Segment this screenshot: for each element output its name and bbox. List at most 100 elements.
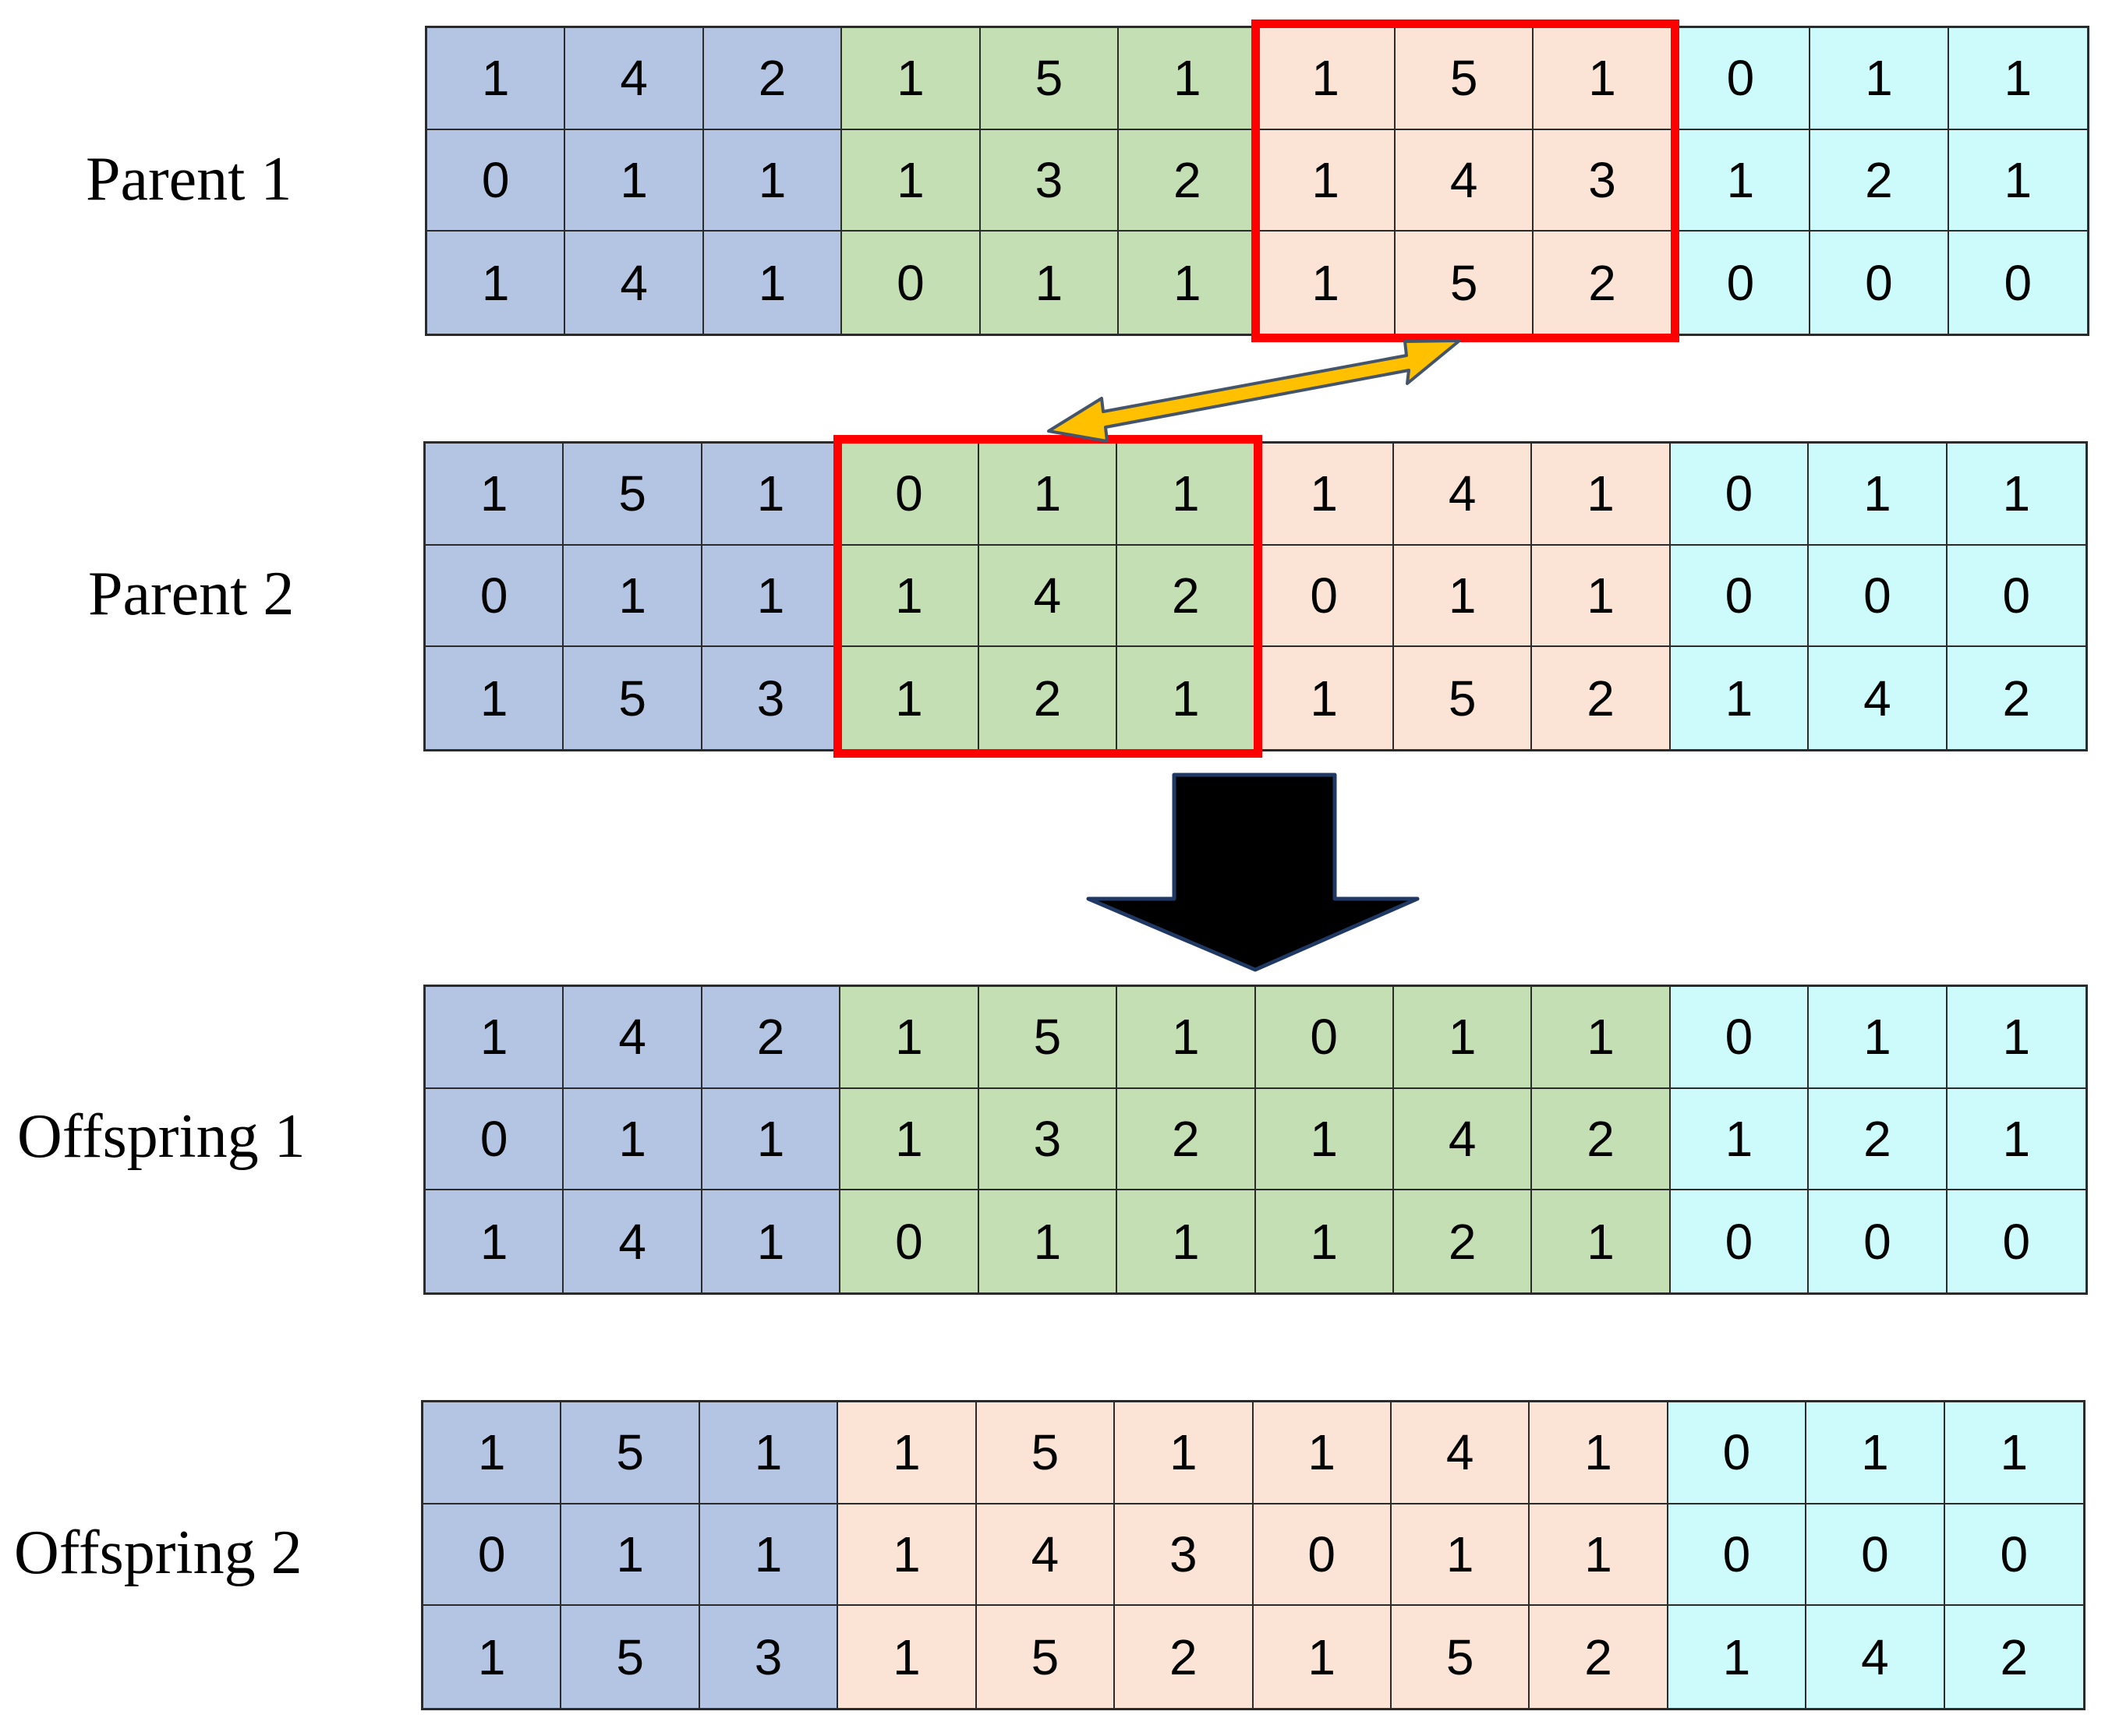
gene-cell: 1 <box>1534 28 1672 130</box>
gene-cell: 2 <box>1809 1088 1948 1191</box>
gene-cell: 1 <box>1117 444 1256 546</box>
gene-cell: 1 <box>840 647 979 749</box>
gene-cell: 1 <box>1119 232 1258 334</box>
gene-cell: 1 <box>1947 987 2086 1089</box>
gene-cell: 1 <box>699 1504 839 1607</box>
gene-cell: 1 <box>842 129 981 232</box>
gene-cell: 2 <box>702 987 841 1089</box>
gene-cell: 0 <box>426 545 564 648</box>
gene-cell: 1 <box>1530 1402 1668 1504</box>
gene-cell: 1 <box>1255 1190 1394 1292</box>
gene-cell: 1 <box>1393 987 1533 1089</box>
gene-cell: 0 <box>1944 1504 2083 1607</box>
gene-cell: 0 <box>1948 232 2087 334</box>
gene-cell: 1 <box>1809 987 1948 1089</box>
gene-cell: 1 <box>1670 1088 1810 1191</box>
gene-cell: 5 <box>1393 647 1533 749</box>
gene-cell: 1 <box>840 1088 979 1191</box>
gene-cell: 3 <box>699 1606 839 1708</box>
gene-cell: 1 <box>703 129 843 232</box>
gene-cell: 1 <box>1806 1402 1945 1504</box>
gene-cell: 1 <box>1672 129 1811 232</box>
gene-cell: 4 <box>565 232 704 334</box>
gene-cell: 0 <box>1670 545 1810 648</box>
gene-cell: 0 <box>423 1504 562 1607</box>
gene-cell: 2 <box>1947 647 2086 749</box>
gene-cell: 0 <box>1668 1402 1807 1504</box>
gene-cell: 2 <box>1944 1606 2083 1708</box>
gene-cell: 1 <box>978 444 1118 546</box>
gene-cell: 5 <box>1395 232 1534 334</box>
gene-cell: 1 <box>1391 1504 1530 1607</box>
gene-cell: 4 <box>1809 647 1948 749</box>
gene-cell: 1 <box>1810 28 1949 130</box>
gene-cell: 0 <box>1255 987 1394 1089</box>
gene-cell: 2 <box>1393 1190 1533 1292</box>
gene-cell: 1 <box>426 444 564 546</box>
gene-cell: 3 <box>978 1088 1118 1191</box>
gene-cell: 1 <box>1117 647 1256 749</box>
gene-cell: 5 <box>976 1606 1116 1708</box>
gene-cell: 0 <box>842 232 981 334</box>
gene-cell: 1 <box>426 647 564 749</box>
gene-cell: 4 <box>1391 1402 1530 1504</box>
gene-cell: 0 <box>1670 987 1810 1089</box>
gene-cell: 1 <box>1809 444 1948 546</box>
gene-cell: 2 <box>1115 1606 1254 1708</box>
gene-cell: 4 <box>1393 1088 1533 1191</box>
gene-cell: 5 <box>1391 1606 1530 1708</box>
gene-cell: 1 <box>564 545 702 648</box>
gene-cell: 1 <box>1117 1190 1256 1292</box>
gene-cell: 1 <box>840 987 979 1089</box>
gene-cell: 2 <box>1532 1088 1671 1191</box>
gene-cell: 2 <box>1532 647 1671 749</box>
gene-cell: 1 <box>1532 444 1671 546</box>
gene-cell: 3 <box>1534 129 1672 232</box>
gene-cell: 1 <box>1393 545 1533 648</box>
gene-cell: 1 <box>427 232 566 334</box>
swap-arrow-icon <box>1047 339 1461 443</box>
gene-cell: 0 <box>1255 545 1394 648</box>
gene-cell: 2 <box>1810 129 1949 232</box>
gene-cell: 2 <box>703 28 843 130</box>
gene-cell: 1 <box>423 1606 562 1708</box>
gene-cell: 1 <box>423 1402 562 1504</box>
gene-cell: 0 <box>1672 28 1811 130</box>
gene-cell: 3 <box>702 647 841 749</box>
gene-cell: 1 <box>565 129 704 232</box>
gene-cell: 1 <box>1255 647 1394 749</box>
gene-cell: 0 <box>426 1088 564 1191</box>
gene-cell: 1 <box>1532 987 1671 1089</box>
gene-cell: 5 <box>1395 28 1534 130</box>
offspring-2-label: Offspring 2 <box>14 1519 302 1587</box>
parent-1-label: Parent 1 <box>86 145 292 214</box>
gene-cell: 0 <box>1253 1504 1392 1607</box>
gene-cell: 5 <box>980 28 1120 130</box>
down-arrow-icon <box>1086 773 1420 972</box>
gene-cell: 1 <box>1668 1606 1807 1708</box>
gene-cell: 0 <box>1668 1504 1807 1607</box>
gene-cell: 1 <box>1117 987 1256 1089</box>
gene-cell: 2 <box>1117 1088 1256 1191</box>
gene-cell: 1 <box>426 987 564 1089</box>
gene-cell: 1 <box>703 232 843 334</box>
gene-cell: 5 <box>561 1402 700 1504</box>
gene-cell: 1 <box>1532 1190 1671 1292</box>
gene-cell: 0 <box>1810 232 1949 334</box>
gene-cell: 5 <box>564 647 702 749</box>
gene-cell: 0 <box>1947 545 2086 648</box>
gene-cell: 1 <box>1255 1088 1394 1191</box>
gene-cell: 1 <box>978 1190 1118 1292</box>
gene-cell: 1 <box>702 1190 841 1292</box>
gene-cell: 2 <box>1117 545 1256 648</box>
gene-cell: 1 <box>1948 129 2087 232</box>
gene-cell: 5 <box>561 1606 700 1708</box>
gene-cell: 3 <box>980 129 1120 232</box>
gene-cell: 0 <box>1809 1190 1948 1292</box>
gene-cell: 4 <box>1395 129 1534 232</box>
gene-cell: 1 <box>838 1504 977 1607</box>
gene-cell: 4 <box>564 1190 702 1292</box>
gene-cell: 5 <box>564 444 702 546</box>
